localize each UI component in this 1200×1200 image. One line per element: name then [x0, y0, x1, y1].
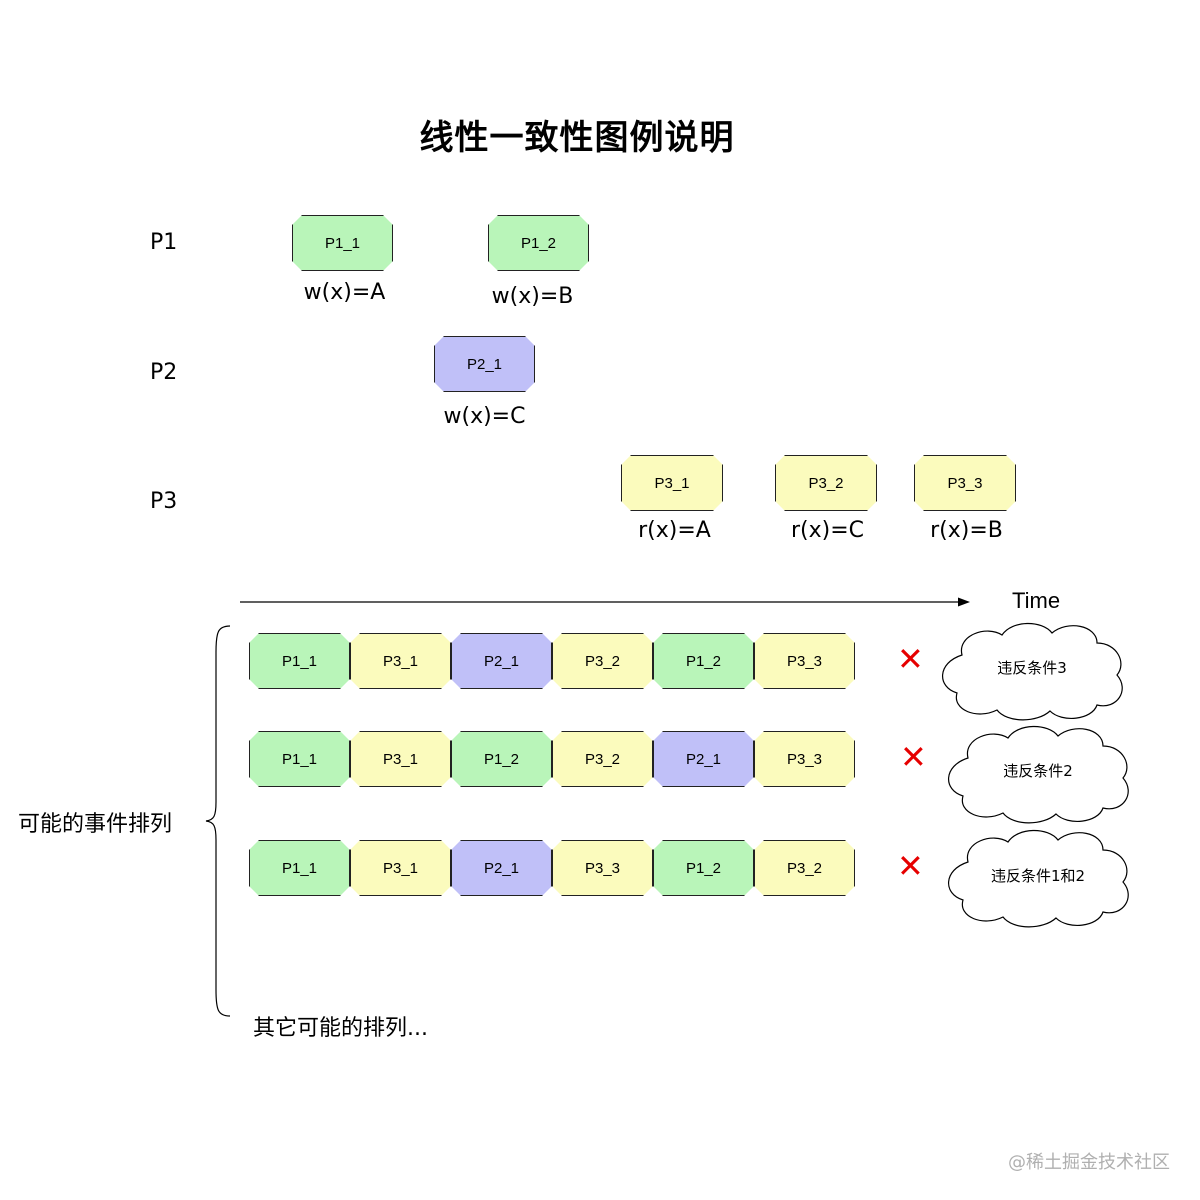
ordering-cell: P3_1	[350, 731, 451, 787]
other-orderings-text: 其它可能的排列...	[253, 1016, 428, 1041]
ordering-cell: P1_2	[653, 633, 754, 689]
op-box-p3-3: P3_3	[914, 455, 1016, 511]
time-axis-arrow	[240, 597, 970, 607]
ordering-cell: P2_1	[451, 840, 552, 896]
watermark: @稀土掘金技术社区	[1008, 1152, 1170, 1173]
violation-label-1: 违反条件3	[997, 659, 1067, 677]
op-box-p3-2: P3_2	[775, 455, 877, 511]
op-note-p1-1: w(x)=A	[303, 280, 386, 305]
cloud-shape	[948, 725, 1129, 824]
op-note-p3-2: r(x)=C	[790, 518, 865, 543]
ordering-cell: P3_3	[754, 633, 855, 689]
ordering-row-3: P1_1 P3_1 P2_1 P3_3 P1_2 P3_2	[249, 840, 855, 896]
ordering-cell: P2_1	[653, 731, 754, 787]
ordering-cell: P3_3	[552, 840, 653, 896]
ordering-cell: P3_3	[754, 731, 855, 787]
ordering-cell: P1_1	[249, 731, 350, 787]
ordering-cell: P1_1	[249, 633, 350, 689]
ordering-cell: P3_1	[350, 633, 451, 689]
ordering-cell: P3_2	[552, 731, 653, 787]
violation-label-3: 违反条件1和2	[990, 867, 1086, 885]
curly-brace	[205, 625, 231, 1017]
cloud-shape	[942, 622, 1123, 721]
orderings-brace-label: 可能的事件排列	[18, 812, 173, 837]
time-axis-label: Time	[1012, 588, 1061, 613]
op-note-p1-2: w(x)=B	[491, 284, 574, 309]
ordering-cell: P3_2	[754, 840, 855, 896]
process-label-p1: P1	[150, 230, 178, 255]
op-note-p2-1: w(x)=C	[443, 404, 526, 429]
op-note-p3-1: r(x)=A	[638, 518, 711, 543]
ordering-cell: P3_1	[350, 840, 451, 896]
op-box-p1-1: P1_1	[292, 215, 393, 271]
ordering-cell: P1_2	[653, 840, 754, 896]
op-note-p3-3: r(x)=B	[930, 518, 1003, 543]
cross-mark-icon: ✕	[897, 847, 924, 885]
diagram-title: 线性一致性图例说明	[419, 118, 735, 158]
ordering-cell: P2_1	[451, 633, 552, 689]
ordering-cell: P3_2	[552, 633, 653, 689]
process-label-p2: P2	[150, 360, 178, 385]
ordering-cell: P1_2	[451, 731, 552, 787]
violation-label-2: 违反条件2	[1003, 762, 1073, 780]
op-box-p1-2: P1_2	[488, 215, 589, 271]
op-box-p2-1: P2_1	[434, 336, 535, 392]
cross-mark-icon: ✕	[900, 738, 927, 776]
ordering-cell: P1_1	[249, 840, 350, 896]
ordering-row-1: P1_1 P3_1 P2_1 P3_2 P1_2 P3_3	[249, 633, 855, 689]
ordering-row-2: P1_1 P3_1 P1_2 P3_2 P2_1 P3_3	[249, 731, 855, 787]
cloud-shape	[948, 829, 1129, 928]
cross-mark-icon: ✕	[897, 640, 924, 678]
process-label-p3: P3	[150, 489, 178, 514]
op-box-p3-1: P3_1	[621, 455, 723, 511]
